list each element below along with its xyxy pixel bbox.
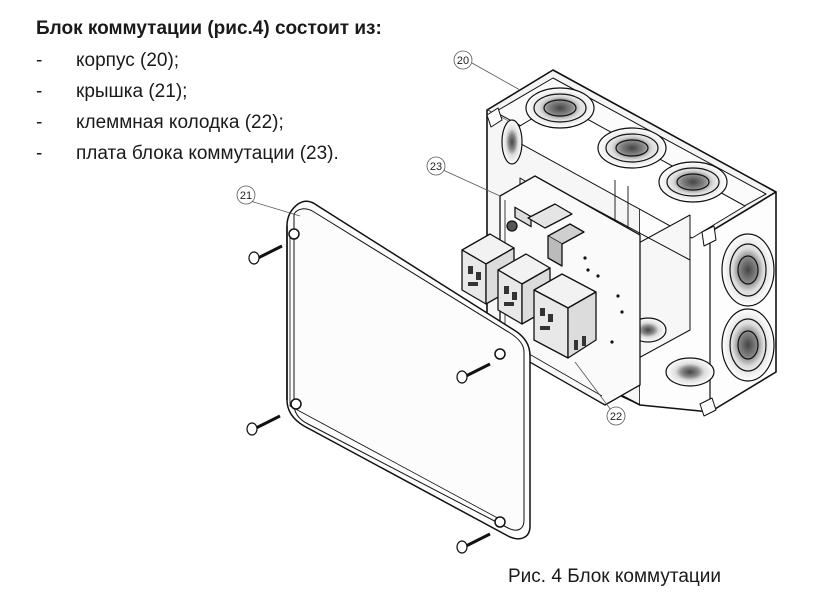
list-marker: - xyxy=(36,112,43,133)
part-board: плата блока коммутации (23). xyxy=(76,143,339,164)
section-heading: Блок коммутации (рис.4) состоит из: xyxy=(36,18,382,39)
parts-list: - корпус (20); - крышка (21); - клеммная ко… xyxy=(36,48,339,172)
list-item: - клеммная колодка (22); xyxy=(36,110,339,141)
list-item: - крышка (21); xyxy=(36,79,339,110)
callout-label: 21 xyxy=(240,190,252,202)
callout-terminal-block: 22 xyxy=(606,406,626,426)
callout-lid: 21 xyxy=(236,185,256,205)
terminal-block xyxy=(461,233,597,359)
lid xyxy=(286,200,531,540)
callout-leaders xyxy=(246,62,612,411)
callout-label: 22 xyxy=(610,411,622,423)
callout-housing: 20 xyxy=(453,50,473,70)
screw xyxy=(456,362,491,384)
screw xyxy=(456,532,491,554)
callout-label: 20 xyxy=(457,55,469,67)
list-marker: - xyxy=(36,50,43,71)
list-marker: - xyxy=(36,143,43,164)
list-item: - плата блока коммутации (23). xyxy=(36,141,339,172)
list-marker: - xyxy=(36,81,43,102)
screw xyxy=(246,414,281,436)
part-terminal-block: клеммная колодка (22); xyxy=(76,112,284,133)
part-housing: корпус (20); xyxy=(76,50,180,71)
screw xyxy=(248,244,283,265)
list-item: - корпус (20); xyxy=(36,48,339,79)
part-lid: крышка (21); xyxy=(76,81,188,102)
figure-caption: Рис. 4 Блок коммутации xyxy=(508,566,721,587)
callout-board: 23 xyxy=(426,156,446,176)
screws xyxy=(246,244,491,554)
callout-label: 23 xyxy=(430,161,442,173)
